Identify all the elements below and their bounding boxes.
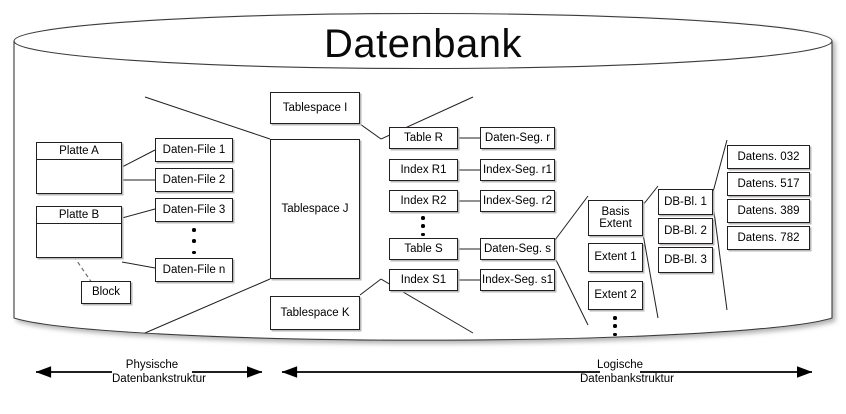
db-bl-1-box[interactable]: DB-Bl. 1 <box>658 189 713 215</box>
index-seg-r2-box[interactable]: Index-Seg. r2 <box>480 190 555 212</box>
disk-platte-b[interactable]: Platte B <box>36 206 122 258</box>
connectors-table-segment <box>458 137 480 281</box>
daten-file-1-box[interactable]: Daten-File 1 <box>155 138 233 162</box>
index-s1-box[interactable]: Index S1 <box>389 269 458 291</box>
disk-platte-a-platter <box>37 159 121 193</box>
tablespace-k-box[interactable]: Tablespace K <box>270 296 360 330</box>
basis-extent-line2: Extent <box>599 218 632 230</box>
daten-file-ellipsis <box>192 228 196 254</box>
db-bl-3-box[interactable]: DB-Bl. 3 <box>658 247 713 273</box>
disk-platte-b-platter <box>37 223 121 257</box>
db-bl-2-box[interactable]: DB-Bl. 2 <box>658 218 713 244</box>
daten-file-2-box[interactable]: Daten-File 2 <box>155 168 233 192</box>
daten-file-n-box[interactable]: Daten-File n <box>155 258 233 282</box>
table-r-box[interactable]: Table R <box>389 127 458 149</box>
daten-seg-r-box[interactable]: Daten-Seg. r <box>480 127 555 149</box>
extent-2-box[interactable]: Extent 2 <box>588 281 643 310</box>
index-seg-r1-box[interactable]: Index-Seg. r1 <box>480 159 555 181</box>
extent-1-box[interactable]: Extent 1 <box>588 243 643 272</box>
connectors-segment-extent <box>554 195 589 326</box>
disk-platte-b-label: Platte B <box>37 207 121 224</box>
connectors-disk-file <box>121 149 156 269</box>
disk-platte-a-label: Platte A <box>37 143 121 160</box>
datens-032-box[interactable]: Datens. 032 <box>727 145 810 169</box>
basis-extent-box[interactable]: Basis Extent <box>588 200 643 236</box>
connectors-tablespace-group <box>359 123 382 296</box>
basis-extent-line1: Basis <box>601 205 630 218</box>
index-r1-box[interactable]: Index R1 <box>389 159 458 181</box>
tablespace-i-box[interactable]: Tablespace I <box>270 92 360 124</box>
connectors-block-record <box>712 139 728 311</box>
legend-logical-label: Logische Datenbankstruktur <box>580 358 674 386</box>
index-seg-s1-box[interactable]: Index-Seg. s1 <box>480 269 555 291</box>
legend-physical-line2: Datenbankstruktur <box>112 373 206 386</box>
disk-platte-a[interactable]: Platte A <box>36 142 122 194</box>
table-s-box[interactable]: Table S <box>389 238 458 260</box>
datens-389-box[interactable]: Datens. 389 <box>727 199 810 223</box>
tablespace-j-box[interactable]: Tablespace J <box>270 139 360 279</box>
daten-file-3-box[interactable]: Daten-File 3 <box>155 198 233 222</box>
index-r2-box[interactable]: Index R2 <box>389 190 458 212</box>
page-title: Datenbank <box>324 22 522 66</box>
block-box[interactable]: Block <box>81 281 131 304</box>
datens-517-box[interactable]: Datens. 517 <box>727 172 810 196</box>
legend-physical-line1: Physische <box>125 359 179 371</box>
legend-logical-line2: Datenbankstruktur <box>580 373 674 386</box>
extent-ellipsis <box>613 316 617 336</box>
table-index-ellipsis <box>421 216 425 236</box>
datens-782-box[interactable]: Datens. 782 <box>727 226 810 250</box>
connectors-file-tablespace <box>144 96 271 334</box>
legend-physical-label: Physische Datenbankstruktur <box>112 358 206 386</box>
legend-logical-line1: Logische <box>596 359 644 371</box>
connectors-extent-block <box>642 185 659 319</box>
daten-seg-s-box[interactable]: Daten-Seg. s <box>480 238 555 260</box>
